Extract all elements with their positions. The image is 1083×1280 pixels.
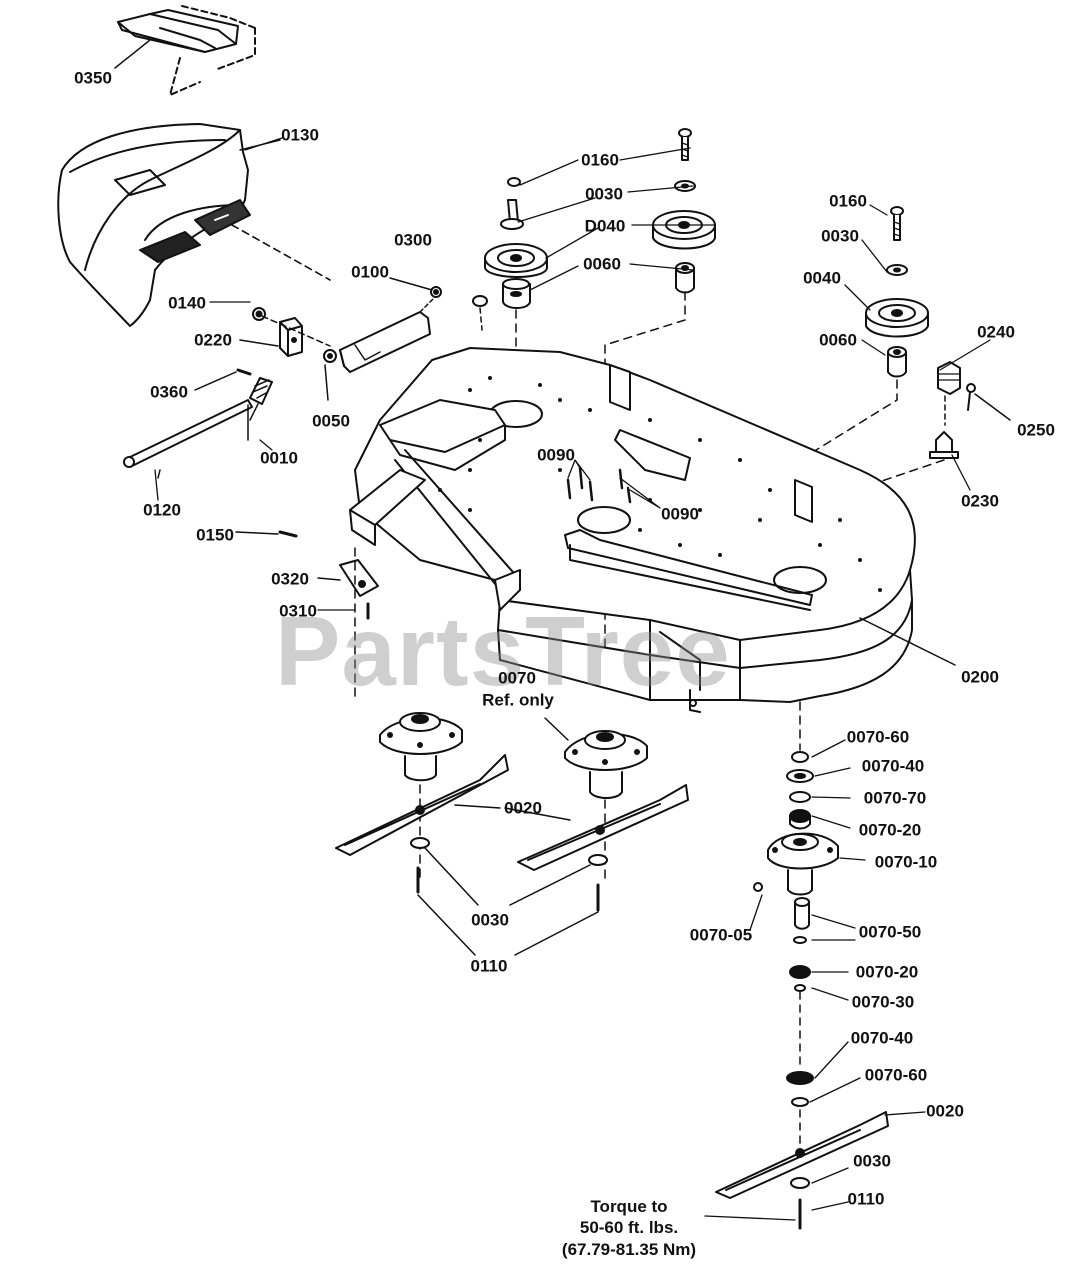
label-0070-ref-only: Ref. only bbox=[482, 690, 554, 710]
part-0350-bracket bbox=[114, 5, 256, 96]
spindle-assembly-left bbox=[379, 712, 463, 881]
part-0150-bolt bbox=[235, 530, 298, 538]
label-0110: 0110 bbox=[847, 1189, 885, 1209]
part-0200-mower-deck bbox=[349, 347, 956, 713]
label-0230: 0230 bbox=[961, 491, 999, 511]
part-0020-blade-right bbox=[715, 1111, 926, 1199]
label-0010: 0010 bbox=[260, 448, 298, 468]
label-0090: 0090 bbox=[661, 504, 699, 524]
label-0070-70: 0070-70 bbox=[863, 788, 927, 808]
label-0120: 0120 bbox=[143, 500, 181, 520]
label-0020: 0020 bbox=[926, 1101, 964, 1121]
part-0020-blade-left bbox=[335, 754, 509, 856]
washers-bolts-left bbox=[410, 837, 608, 956]
label-0070-50: 0070-50 bbox=[858, 922, 922, 942]
spindle-stack-right-exploded bbox=[704, 701, 866, 1230]
label-0070-05: 0070-05 bbox=[689, 925, 753, 945]
label-0070-10: 0070-10 bbox=[874, 852, 938, 872]
label-0070-60: 0070-60 bbox=[846, 727, 910, 747]
label-0070: 0070 bbox=[498, 668, 536, 688]
label-0320: 0320 bbox=[271, 569, 309, 589]
label-0140: 0140 bbox=[168, 293, 206, 313]
label-0220: 0220 bbox=[194, 330, 232, 350]
part-0220-block bbox=[239, 317, 303, 357]
part-0090-bolts bbox=[566, 459, 661, 509]
pulley-stack-right bbox=[799, 206, 929, 461]
label-0250: 0250 bbox=[1017, 420, 1055, 440]
label-0050: 0050 bbox=[312, 411, 350, 431]
label-0150: 0150 bbox=[196, 525, 234, 545]
part-0130-discharge-chute bbox=[57, 123, 331, 327]
label-0240: 0240 bbox=[977, 322, 1015, 342]
label-0040: D040 bbox=[584, 216, 626, 236]
label-0070-20: 0070-20 bbox=[858, 820, 922, 840]
part-0320-plate bbox=[317, 547, 379, 701]
leader-lines bbox=[154, 137, 991, 611]
torque-note-line-3: (67.79-81.35 Nm) bbox=[561, 1239, 697, 1259]
label-0200: 0200 bbox=[961, 667, 999, 687]
label-0130: 0130 bbox=[281, 125, 319, 145]
label-0100: 0100 bbox=[351, 262, 389, 282]
label-0060: 0060 bbox=[583, 254, 621, 274]
torque-note-line-1: Torque to bbox=[590, 1197, 668, 1217]
label-0160: 0160 bbox=[581, 150, 619, 170]
label-0070-30: 0070-30 bbox=[851, 992, 915, 1012]
spindle-assembly-center bbox=[544, 717, 648, 881]
part-0120-hinge-rod bbox=[123, 399, 253, 479]
label-0030: 0030 bbox=[585, 184, 623, 204]
torque-note: Torque to 50-60 ft. lbs. (67.79-81.35 Nm… bbox=[562, 1196, 696, 1260]
part-0010-spring bbox=[247, 377, 273, 441]
part-0240-fitting bbox=[937, 361, 1011, 426]
label-0110: 0110 bbox=[470, 956, 508, 976]
label-0300: 0300 bbox=[394, 230, 432, 250]
label-0070-20: 0070-20 bbox=[855, 962, 919, 982]
part-0050-washer bbox=[323, 349, 337, 401]
torque-note-line-2: 50-60 ft. lbs. bbox=[579, 1218, 679, 1238]
label-0070-40: 0070-40 bbox=[850, 1028, 914, 1048]
label-0060: 0060 bbox=[819, 330, 857, 350]
part-0020-blade-center bbox=[504, 784, 689, 871]
part-0140-nut bbox=[252, 307, 331, 347]
label-0360: 0360 bbox=[150, 382, 188, 402]
label-0160: 0160 bbox=[829, 191, 867, 211]
label-0070-60: 0070-60 bbox=[864, 1065, 928, 1085]
label-0030: 0030 bbox=[471, 910, 509, 930]
label-0310: 0310 bbox=[279, 601, 317, 621]
label-0040: 0040 bbox=[803, 268, 841, 288]
label-0350: 0350 bbox=[74, 68, 112, 88]
part-0100-bracket bbox=[339, 277, 442, 373]
part-0360-pin bbox=[194, 368, 252, 391]
label-0020: 0020 bbox=[504, 798, 542, 818]
label-0070-40: 0070-40 bbox=[861, 756, 925, 776]
label-0030: 0030 bbox=[821, 226, 859, 246]
label-0030: 0030 bbox=[853, 1151, 891, 1171]
label-0090: 0090 bbox=[537, 445, 575, 465]
